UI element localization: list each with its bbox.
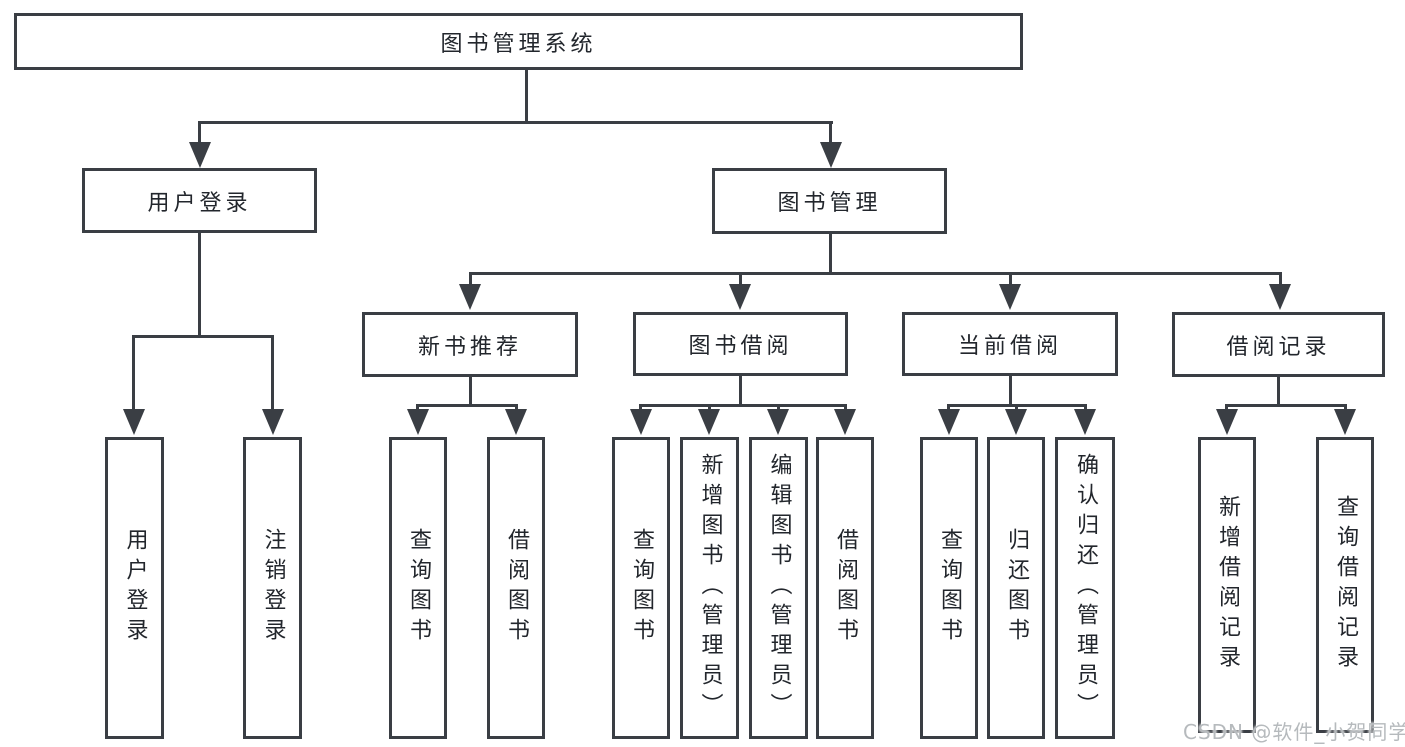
connector-stem-logout-leaf — [271, 335, 274, 411]
node-current-borrow: 当前借阅 — [902, 312, 1118, 376]
connector-bb-leaf1 — [639, 404, 642, 412]
arrow-down-icon — [407, 409, 429, 435]
connector-cb-stem — [1009, 376, 1012, 407]
arrow-down-icon — [1216, 409, 1238, 435]
connector-br-leaf1 — [1225, 404, 1228, 412]
node-edit-books-admin: 编辑图书（管理员） — [749, 437, 808, 739]
connector-root-hline — [198, 121, 833, 124]
arrow-down-icon — [1269, 284, 1291, 310]
connector-nb-leaf1 — [416, 404, 419, 412]
node-new-book-recommend: 新书推荐 — [362, 312, 578, 377]
arrow-down-icon — [729, 284, 751, 310]
node-add-borrow-record: 新增借阅记录 — [1198, 437, 1256, 733]
node-borrow-records: 借阅记录 — [1172, 312, 1385, 377]
arrow-down-icon — [505, 409, 527, 435]
connector-stem-current-borrow — [1009, 272, 1012, 287]
arrow-down-icon — [767, 409, 789, 435]
node-return-books: 归还图书 — [987, 437, 1045, 739]
connector-mgmt-hline — [469, 272, 1282, 275]
arrow-down-icon — [820, 142, 842, 168]
node-user-login: 用户登录 — [82, 168, 317, 233]
node-query-books-recommend: 查询图书 — [389, 437, 447, 739]
connector-nb-hline — [416, 404, 518, 407]
connector-stem-new-book — [469, 272, 472, 287]
connector-stem-login-leaf — [132, 335, 135, 411]
connector-stem-book-borrow — [739, 272, 742, 287]
node-borrow-books: 借阅图书 — [816, 437, 874, 739]
arrow-down-icon — [698, 409, 720, 435]
connector-bb-leaf4 — [844, 404, 847, 412]
node-root: 图书管理系统 — [14, 13, 1023, 70]
connector-stem-book-management — [829, 121, 832, 145]
arrow-down-icon — [938, 409, 960, 435]
connector-bb-stem — [739, 376, 742, 407]
connector-br-hline — [1225, 404, 1347, 407]
node-logout: 注销登录 — [243, 437, 302, 739]
arrow-down-icon — [834, 409, 856, 435]
arrow-down-icon — [1074, 409, 1096, 435]
arrow-down-icon — [999, 284, 1021, 310]
arrow-down-icon — [123, 409, 145, 435]
connector-login-hline — [132, 335, 274, 338]
connector-br-stem — [1277, 377, 1280, 407]
connector-nb-leaf2 — [515, 404, 518, 412]
node-book-borrow: 图书借阅 — [633, 312, 848, 376]
node-query-books-current: 查询图书 — [920, 437, 978, 739]
connector-login-stem — [198, 233, 201, 338]
node-query-borrow-record: 查询借阅记录 — [1316, 437, 1374, 733]
node-confirm-return-admin: 确认归还（管理员） — [1055, 437, 1115, 739]
arrow-down-icon — [459, 284, 481, 310]
connector-br-leaf2 — [1344, 404, 1347, 412]
arrow-down-icon — [630, 409, 652, 435]
csdn-watermark: CSDN @软件_小贺同学 — [1183, 720, 1405, 744]
arrow-down-icon — [1334, 409, 1356, 435]
connector-mgmt-stem — [829, 234, 832, 275]
arrow-down-icon — [1005, 409, 1027, 435]
connector-bb-leaf3 — [777, 404, 780, 412]
node-query-books-borrow: 查询图书 — [612, 437, 670, 739]
connector-root-stem — [525, 70, 528, 124]
node-borrow-books-recommend: 借阅图书 — [487, 437, 545, 739]
connector-cb-leaf2 — [1015, 404, 1018, 412]
connector-cb-leaf1 — [947, 404, 950, 412]
node-book-management: 图书管理 — [712, 168, 947, 234]
arrow-down-icon — [262, 409, 284, 435]
connector-nb-stem — [469, 377, 472, 407]
connector-stem-user-login — [198, 121, 201, 145]
connector-cb-leaf3 — [1084, 404, 1087, 412]
arrow-down-icon — [189, 142, 211, 168]
connector-bb-leaf2 — [708, 404, 711, 412]
connector-bb-hline — [639, 404, 847, 407]
connector-stem-borrow-records — [1279, 272, 1282, 287]
node-login: 用户登录 — [105, 437, 164, 739]
node-add-books-admin: 新增图书（管理员） — [680, 437, 739, 739]
